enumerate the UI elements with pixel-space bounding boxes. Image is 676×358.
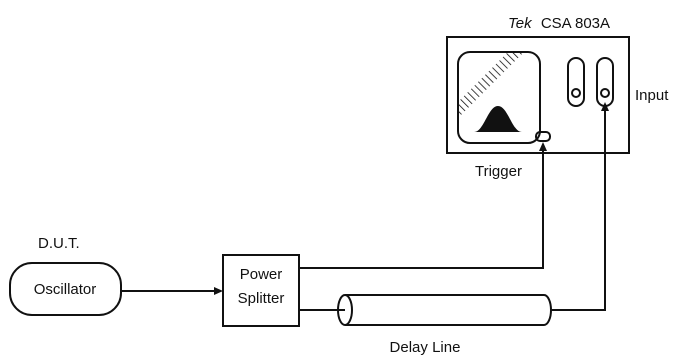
trigger-arrow <box>539 142 547 151</box>
oscillator-label: Oscillator <box>34 281 97 298</box>
splitter-to-trigger-wire <box>299 150 544 269</box>
delay-line-cylinder <box>337 294 552 326</box>
input-arrow <box>601 102 609 111</box>
delay-line-end-left <box>337 294 353 326</box>
dut-title: D.U.T. <box>38 235 80 252</box>
delay-line-label: Delay Line <box>390 339 461 356</box>
channel-connector-1 <box>571 88 581 98</box>
delay-to-input-wire <box>551 110 606 311</box>
oscilloscope-body <box>446 36 630 154</box>
power-splitter-box <box>222 254 300 327</box>
channel-slot-1 <box>567 57 585 107</box>
channel-connector-2 <box>600 88 610 98</box>
oscillator-box <box>9 262 122 316</box>
input-label: Input <box>635 87 669 104</box>
screen-hatch-band <box>458 52 531 115</box>
scope-model: CSA 803A <box>541 15 610 32</box>
splitter-label-line1: Power <box>240 266 283 283</box>
scope-screen-frame <box>457 51 541 144</box>
channel-slot-2 <box>596 57 614 107</box>
pulse-waveform <box>474 106 522 132</box>
splitter-label-line2: Splitter <box>238 290 285 307</box>
trigger-label: Trigger <box>475 163 522 180</box>
scope-screen <box>457 51 541 144</box>
scope-title: Tek CSA 803A <box>508 15 610 32</box>
splitter-input-arrow <box>214 287 223 295</box>
scope-brand: Tek <box>508 15 533 32</box>
delay-line-body <box>345 294 552 326</box>
trigger-connector <box>535 131 551 142</box>
